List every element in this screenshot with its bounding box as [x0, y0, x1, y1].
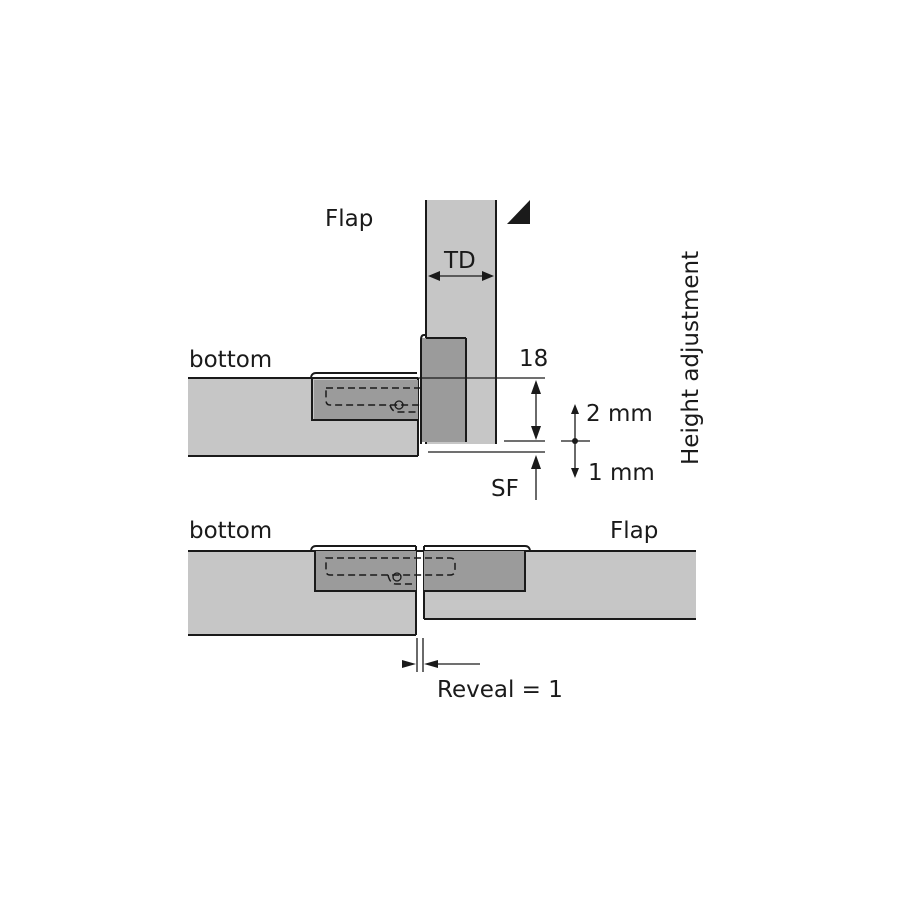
bottom-label-top: bottom — [189, 347, 272, 373]
flap-label-2: Flap — [610, 518, 658, 544]
adjust-down-label: 1 mm — [588, 460, 655, 486]
adjust-up-label: 2 mm — [586, 401, 653, 427]
top-view: TD 18 SF 2 mm 1 mm Flap bottom Height ad… — [188, 200, 704, 502]
hinge-cup-flap — [421, 338, 466, 442]
reveal-label: Reveal = 1 — [437, 677, 563, 703]
edge-marker-icon — [507, 200, 530, 224]
bottom-view: bottom Flap Reveal = 1 — [188, 518, 696, 703]
dimension-18: 18 — [519, 346, 548, 372]
hinge-cup-bottom — [314, 380, 418, 420]
bottom-label-2: bottom — [189, 518, 272, 544]
td-label: TD — [443, 248, 476, 274]
sf-label: SF — [491, 476, 519, 502]
height-adjustment-label: Height adjustment — [678, 251, 704, 465]
flap-label-top: Flap — [325, 206, 373, 232]
